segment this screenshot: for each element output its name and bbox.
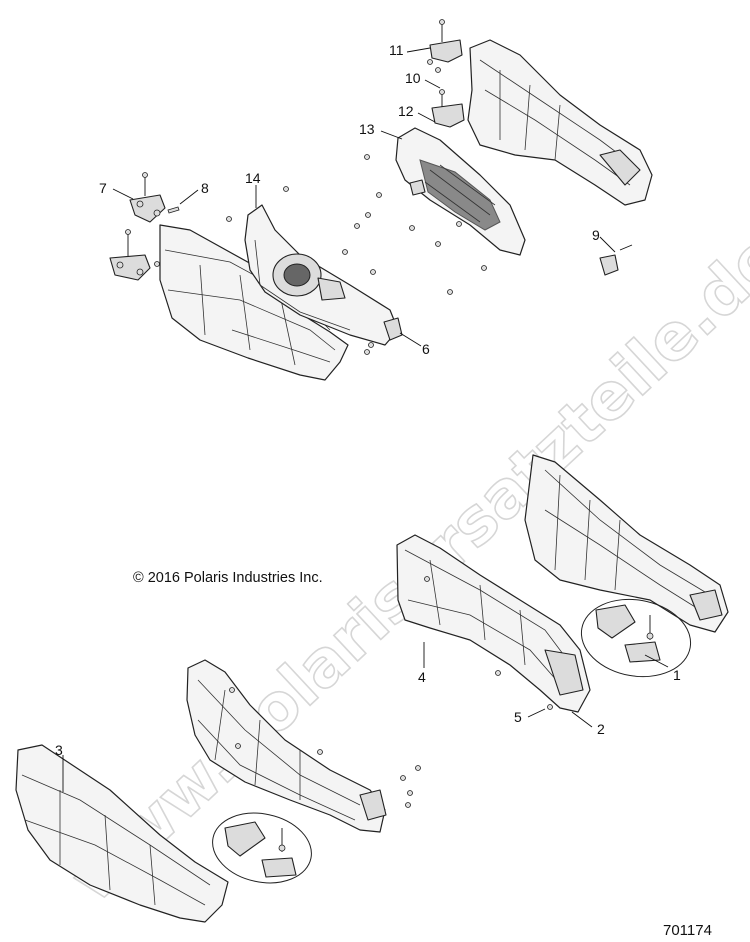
lower-door-frame [396,534,591,713]
callouts: 1 2 3 4 5 6 7 8 9 10 11 12 13 14 [55,42,681,758]
copyright-notice: © 2016 Polaris Industries Inc. [133,570,323,586]
loose-fasteners [226,154,553,808]
upper-right-hinge-top [427,19,463,73]
callout-6: 6 [422,341,430,357]
lower-left-door-frame [186,659,387,833]
callout-8: 8 [201,180,209,196]
callout-7: 7 [99,180,107,196]
callout-3: 3 [55,742,63,758]
upper-right-hinge-bottom [431,89,465,128]
callout-14: 14 [245,170,261,186]
document-number: 701174 [663,922,712,939]
callout-5: 5 [514,709,522,725]
upper-latch [599,244,633,276]
callout-1: 1 [673,667,681,683]
callout-12: 12 [398,103,414,119]
callout-11: 11 [389,42,404,58]
callout-10: 10 [405,70,421,86]
callout-13: 13 [359,121,375,137]
upper-hinge-bracket-bottom [109,229,160,281]
upper-door-inner-trim [244,204,403,346]
lower-left-door-outer-panel [15,744,229,923]
lower-left-latch-detail [212,812,312,884]
lower-door-inner-panel [524,454,729,633]
leader-lines [62,47,669,792]
callout-9: 9 [592,227,600,243]
callout-2: 2 [597,721,605,737]
upper-hinge-bracket-top [129,172,180,223]
lower-right-latch-detail [580,598,692,678]
upper-door-frame [467,39,653,206]
callout-4: 4 [418,669,426,685]
mesh-grille-panel [395,127,526,256]
